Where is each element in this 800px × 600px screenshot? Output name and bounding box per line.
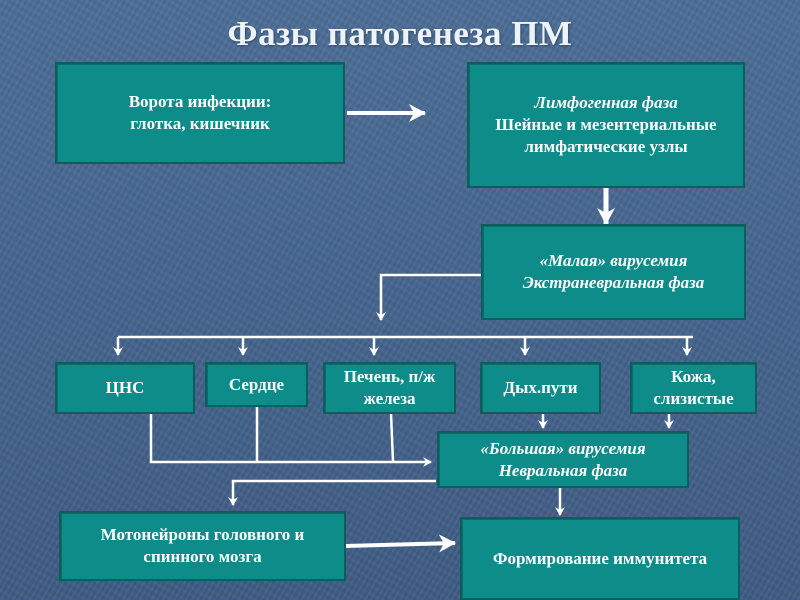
node-immunity-label: Формирование иммунитета bbox=[492, 548, 708, 568]
node-minor-line2: Экстраневральная фаза bbox=[522, 273, 705, 292]
node-airways: Дых.пути bbox=[480, 362, 601, 414]
node-skin-line2: слизистые bbox=[653, 389, 734, 408]
node-liver-pancreas: Печень, п/ж железа bbox=[323, 362, 456, 414]
node-entry-gate: Ворота инфекции: глотка, кишечник bbox=[55, 62, 345, 164]
line-liver-collector bbox=[389, 412, 395, 463]
node-liver-line1: Печень, п/ж bbox=[343, 367, 436, 386]
node-major-line2: Невральная фаза bbox=[498, 460, 628, 480]
page-title: Фазы патогенеза ПМ bbox=[227, 14, 573, 53]
node-motoneurons-line2: спинного мозга bbox=[143, 547, 262, 566]
node-heart-label: Сердце bbox=[228, 374, 285, 394]
node-lymph-line2: Шейные и мезентериальные bbox=[495, 115, 717, 134]
node-minor-viremia: «Малая» вирусемия Экстраневральная фаза bbox=[481, 224, 746, 320]
node-entry-line1: Ворота инфекции: bbox=[128, 92, 272, 111]
node-lymph-line3: лимфатические узлы bbox=[524, 137, 688, 156]
node-airways-label: Дых.пути bbox=[503, 378, 578, 397]
node-lymphogenic-phase: Лимфогенная фаза Шейные и мезентериальны… bbox=[467, 62, 745, 188]
node-skin-mucosa: Кожа, слизистые bbox=[630, 362, 757, 414]
arrow-organs-to-major-viremia bbox=[149, 413, 432, 467]
node-skin-line1: Кожа, bbox=[671, 367, 716, 386]
node-lymph-line1: Лимфогенная фаза bbox=[534, 93, 678, 112]
arrow-motoneurons-to-immunity bbox=[344, 534, 456, 553]
node-immunity: Формирование иммунитета bbox=[460, 517, 740, 600]
node-entry-line2: глотка, кишечник bbox=[130, 114, 270, 133]
node-motoneurons: Мотонейроны головного и спинного мозга bbox=[59, 511, 346, 581]
node-heart: Сердце bbox=[205, 362, 308, 407]
node-major-viremia: «Большая» вирусемия Невральная фаза bbox=[437, 431, 689, 488]
node-liver-line2: железа bbox=[363, 389, 416, 408]
node-cns-label: ЦНС bbox=[105, 378, 145, 397]
arrow-major-to-motoneurons bbox=[228, 479, 436, 506]
node-minor-line1: «Малая» вирусемия bbox=[539, 251, 688, 270]
arrow-minor-viremia-branch bbox=[376, 273, 482, 321]
node-cns: ЦНС bbox=[55, 362, 195, 414]
node-major-line1: «Большая» вирусемия bbox=[480, 438, 646, 458]
node-motoneurons-line1: Мотонейроны головного и bbox=[100, 525, 305, 544]
